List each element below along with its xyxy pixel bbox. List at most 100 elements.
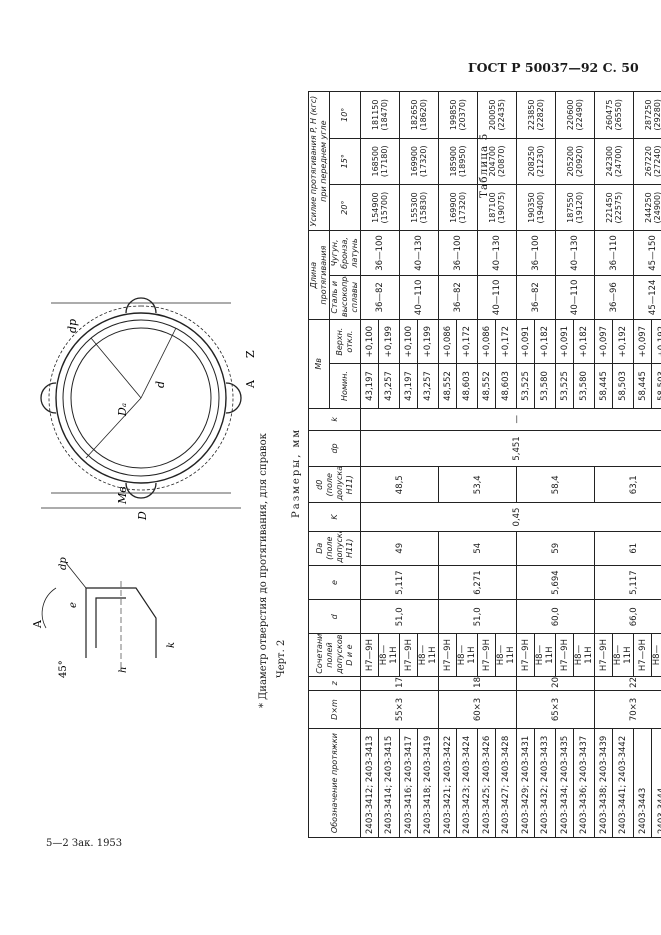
cell-e: 5,694 (516, 565, 595, 600)
cell-tolerance: H7—9H (633, 633, 652, 677)
cell-mb-nom: 58,503 (612, 363, 634, 409)
cell-dxm: 65×3 (516, 690, 595, 729)
th-force: Усилие протягивания P, H (кгс) при перед… (308, 91, 330, 231)
th-mb: Mв (308, 319, 330, 409)
th-length-steel: Сталь и высокопрочные сплавы (329, 275, 361, 320)
cell-tolerance: H8—11H (378, 633, 400, 677)
cell-mb-nom: 48,552 (477, 363, 496, 409)
cell-length-cast: 36—100 (516, 230, 556, 276)
spline-section (40, 297, 242, 509)
cell-force-20: 244250(24900) (633, 184, 661, 231)
footnote: * Диаметр отверстия до протягивания, для… (258, 433, 269, 708)
cell-tolerance: H8—11H (417, 633, 439, 677)
th-dxm: D×m (308, 690, 361, 729)
th-mb-dev: Верхн. откл. (329, 319, 361, 364)
cell-mb-dev: +0,199 (378, 319, 400, 364)
cell-k-upper: 0,45 (360, 502, 661, 532)
cell-designation: 2403-3427; 2403-3428 (495, 728, 517, 838)
cell-length-steel: 36—82 (516, 275, 556, 320)
cell-dp: 5,451 (360, 430, 661, 467)
cell-mb-dev: +0,192 (612, 319, 634, 364)
cell-force-15: 169900(17320) (399, 138, 439, 185)
label-z: Z (244, 350, 256, 358)
cell-designation: 2403-3423; 2403-3424 (456, 728, 478, 838)
th-force-20: 20° (329, 184, 361, 231)
cell-force-10: 199850(20370) (438, 91, 478, 139)
cell-da: 61 (594, 531, 661, 566)
cell-mb-nom: 43,197 (399, 363, 418, 409)
th-designation: Обозначение протяжки (308, 728, 361, 838)
cell-mb-nom: 53,580 (573, 363, 595, 409)
cell-d: 66,0 (594, 599, 661, 634)
label-a: A (244, 379, 256, 389)
cell-designation: 2403-3421; 2403-3422 (438, 728, 457, 838)
cell-mb-nom: 53,525 (555, 363, 574, 409)
cell-force-20: 187100(19075) (477, 184, 517, 231)
cell-designation: 2403-3418; 2403-3419 (417, 728, 439, 838)
cell-designation: 2403-3436; 2403-3437 (573, 728, 595, 838)
cell-designation: 2403-3443 (633, 728, 652, 838)
cell-force-10: 181150(18470) (360, 91, 400, 139)
th-length: Длина протягивания (308, 230, 330, 320)
cell-designation: 2403-3416; 2403-3417 (399, 728, 418, 838)
cell-force-20: 221450(22575) (594, 184, 634, 231)
cell-mb-nom: 43,257 (417, 363, 439, 409)
detail-label-a: A (31, 619, 44, 629)
cell-dxm: 60×3 (438, 690, 517, 729)
cell-length-cast: 36—110 (594, 230, 634, 276)
cell-z: 17 (360, 676, 439, 691)
cell-tolerance: H7—9H (360, 633, 379, 677)
label-d: d (154, 381, 167, 388)
cell-force-10: 287250(29280) (633, 91, 661, 139)
cell-mb-dev: +0,086 (477, 319, 496, 364)
cell-mb-dev: +0,192 (651, 319, 661, 364)
cell-length-cast: 40—130 (555, 230, 595, 276)
cell-force-15: 168500(17180) (360, 138, 400, 185)
cell-d0: 48,5 (360, 466, 439, 503)
cell-da: 59 (516, 531, 595, 566)
cell-force-10: 200050(22435) (477, 91, 517, 139)
cell-tolerance: H7—9H (399, 633, 418, 677)
cell-tolerance: H8—11H (651, 633, 661, 677)
cell-d0: 58,4 (516, 466, 595, 503)
spec-table: Обозначение протяжки D×m z Сочетание пол… (308, 91, 661, 838)
cell-designation: 2403-3441; 2403-3442 (612, 728, 634, 838)
cell-force-10: 220600(22490) (555, 91, 595, 139)
cell-force-15: 242300(24700) (594, 138, 634, 185)
th-length-cast: Чугун, бронза, латунь (329, 230, 361, 276)
cell-e: 5,117 (594, 565, 661, 600)
th-e: e (308, 565, 361, 600)
cell-designation: 2403-3414; 2403-3415 (378, 728, 400, 838)
cell-force-15: 267220(27240) (633, 138, 661, 185)
cell-length-steel: 36—96 (594, 275, 634, 320)
cell-designation: 2403-3425; 2403-3426 (477, 728, 496, 838)
cell-mb-dev: +0,100 (360, 319, 379, 364)
cell-tolerance: H8—11H (495, 633, 517, 677)
cell-designation: 2403-3432; 2403-3433 (534, 728, 556, 838)
cell-force-20: 154900(15700) (360, 184, 400, 231)
cell-force-10: 223850(22820) (516, 91, 556, 139)
cell-mb-dev: +0,097 (594, 319, 613, 364)
cell-force-20: 155300(15830) (399, 184, 439, 231)
detail-label-h: h (118, 667, 129, 673)
cell-mb-nom: 43,257 (378, 363, 400, 409)
cell-force-20: 169900(17320) (438, 184, 478, 231)
cell-force-10: 260475(26550) (594, 91, 634, 139)
cell-mb-nom: 58,503 (651, 363, 661, 409)
cell-mb-nom: 58,445 (633, 363, 652, 409)
cell-tolerance: H7—9H (516, 633, 535, 677)
cell-tolerance: H7—9H (594, 633, 613, 677)
cell-length-steel: 45—124 (633, 275, 661, 320)
th-d0: d0 (поле допуска H11) (308, 466, 361, 503)
figure-caption: Черт. 2 (276, 639, 287, 678)
cell-e: 6,271 (438, 565, 517, 600)
cell-k: — (360, 408, 661, 431)
footer: 5—2 Зак. 1953 (46, 838, 123, 849)
cell-length-steel: 36—82 (360, 275, 400, 320)
dims-title: Размеры, мм (291, 427, 302, 518)
th-dp: dp (308, 430, 361, 467)
cell-length-steel: 40—110 (477, 275, 517, 320)
cell-length-steel: 40—110 (555, 275, 595, 320)
cell-length-cast: 36—100 (438, 230, 478, 276)
